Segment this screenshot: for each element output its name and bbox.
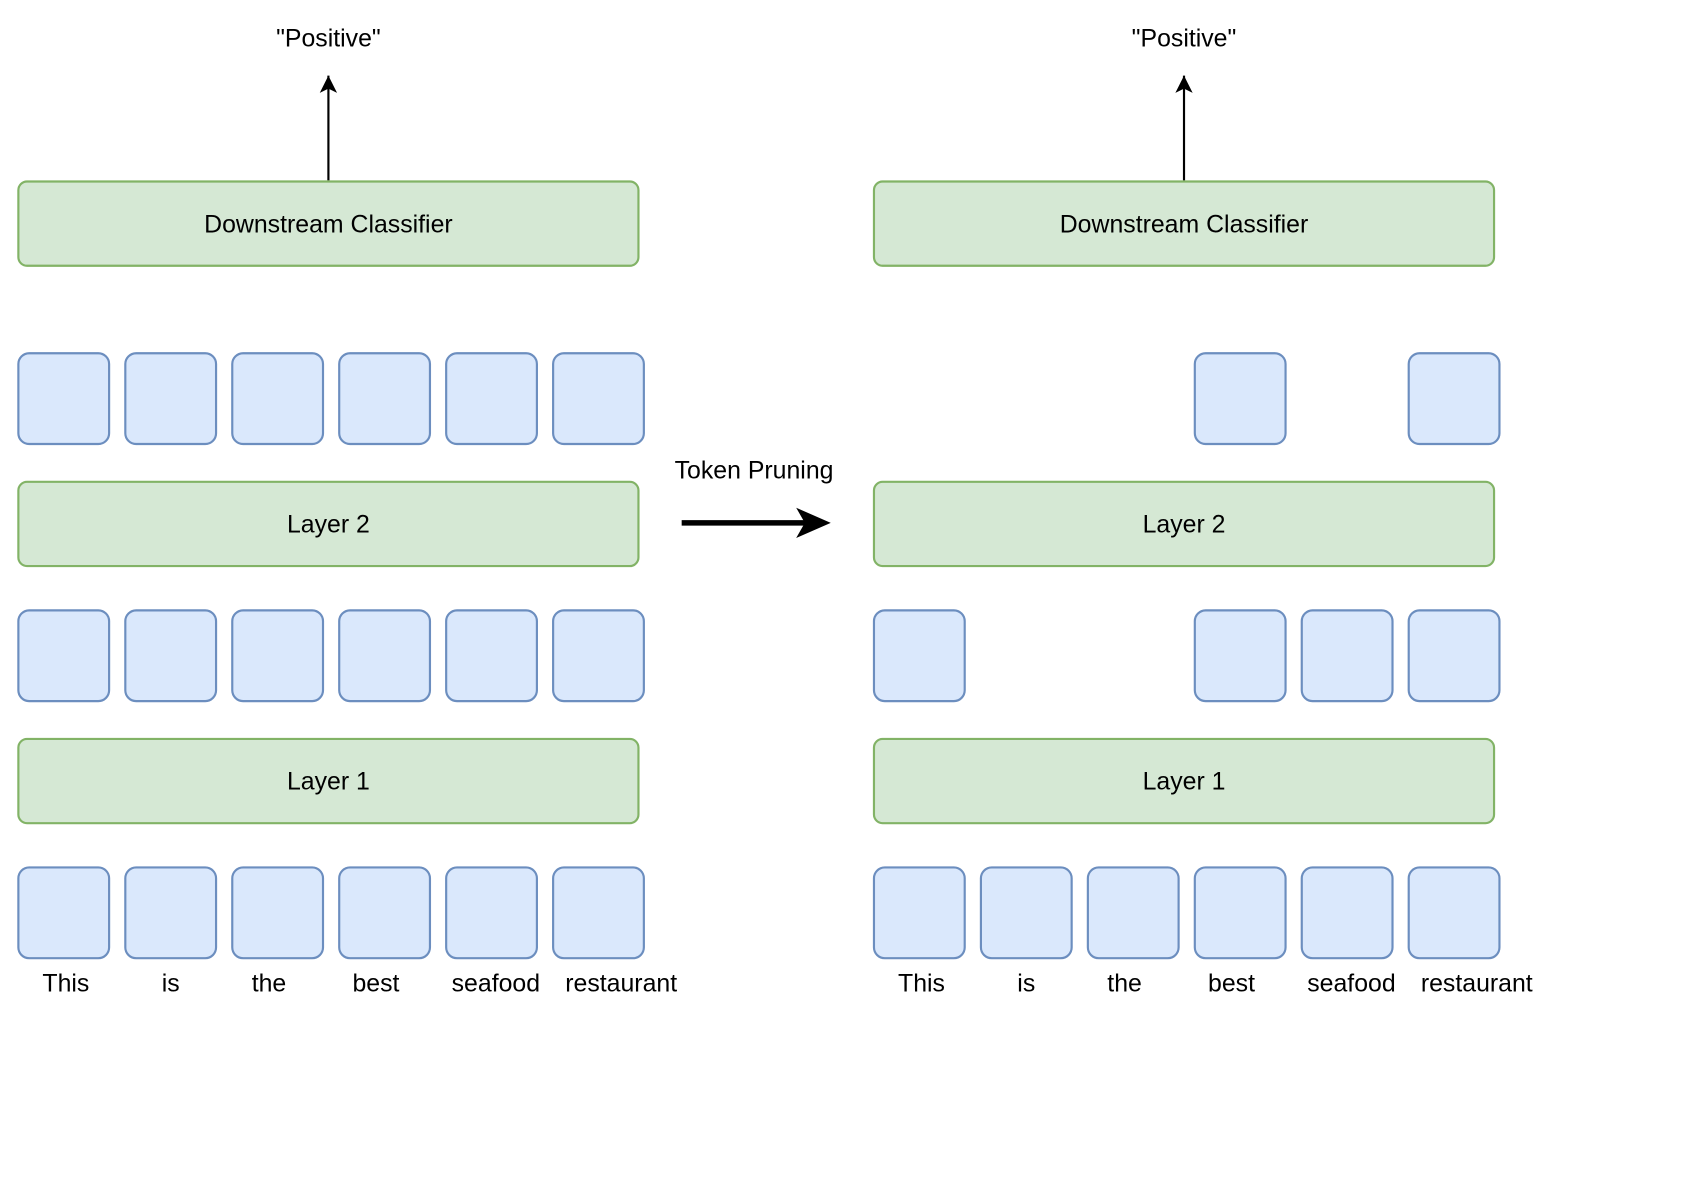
token-box: [1407, 866, 1501, 960]
word-label: best: [352, 969, 400, 998]
word-label: seafood: [451, 969, 541, 998]
right-layer-1: Layer 1: [872, 737, 1496, 825]
right-layer-2: Layer 2: [872, 480, 1496, 568]
token-box: [1086, 866, 1180, 960]
token-box: [338, 866, 432, 960]
word-label: is: [1017, 969, 1036, 998]
left-layer-1: Layer 1: [17, 737, 640, 825]
token-box: [231, 352, 325, 446]
left-layer-1-label: Layer 1: [286, 766, 370, 795]
word-label: This: [898, 969, 945, 998]
right-output-label: "Positive": [1131, 23, 1237, 52]
word-label: the: [251, 969, 287, 998]
right-layer-2-label: Layer 2: [1142, 509, 1226, 538]
token-pruning-label: Token Pruning: [674, 455, 834, 484]
token-box: [124, 352, 218, 446]
word-label: restaurant: [565, 969, 678, 998]
word-label: the: [1107, 969, 1142, 998]
token-box: [1193, 866, 1287, 960]
token-box: [1407, 609, 1501, 703]
token-box: [231, 866, 325, 960]
word-label: best: [1208, 969, 1256, 998]
token-box: [552, 609, 645, 703]
token-box: [979, 866, 1073, 960]
token-box: [872, 609, 966, 703]
token-box: [1193, 609, 1287, 703]
right-layer-1-label: Layer 1: [1142, 766, 1226, 795]
token-box: [1300, 609, 1394, 703]
token-box: [231, 609, 325, 703]
token-box: [17, 866, 111, 960]
left-classifier-label: Downstream Classifier: [204, 209, 453, 238]
left-layer-2: Layer 2: [17, 480, 640, 568]
token-box: [445, 866, 538, 960]
token-box: [17, 352, 111, 446]
left-downstream-classifier: Downstream Classifier: [17, 180, 640, 267]
token-box: [445, 352, 538, 446]
token-box: [445, 609, 538, 703]
token-box: [17, 609, 111, 703]
token-box: [872, 866, 966, 960]
left-output-label: "Positive": [276, 23, 381, 52]
right-classifier-label: Downstream Classifier: [1059, 209, 1309, 238]
token-box: [124, 609, 218, 703]
right-downstream-classifier: Downstream Classifier: [872, 180, 1496, 267]
token-box: [338, 609, 432, 703]
token-box: [1193, 352, 1287, 446]
left-layer-2-label: Layer 2: [286, 509, 370, 538]
token-pruning-arrowhead: [796, 507, 831, 538]
token-box: [1407, 352, 1501, 446]
token-box: [552, 352, 645, 446]
word-label: seafood: [1307, 969, 1396, 998]
token-box: [338, 352, 432, 446]
word-label: This: [42, 969, 90, 998]
token-box: [124, 866, 218, 960]
token-box: [552, 866, 645, 960]
left-output-arrowhead: [319, 75, 338, 93]
word-label: restaurant: [1420, 969, 1533, 998]
right-output-arrowhead: [1175, 75, 1193, 93]
token-box: [1300, 866, 1394, 960]
word-label: is: [161, 969, 180, 998]
